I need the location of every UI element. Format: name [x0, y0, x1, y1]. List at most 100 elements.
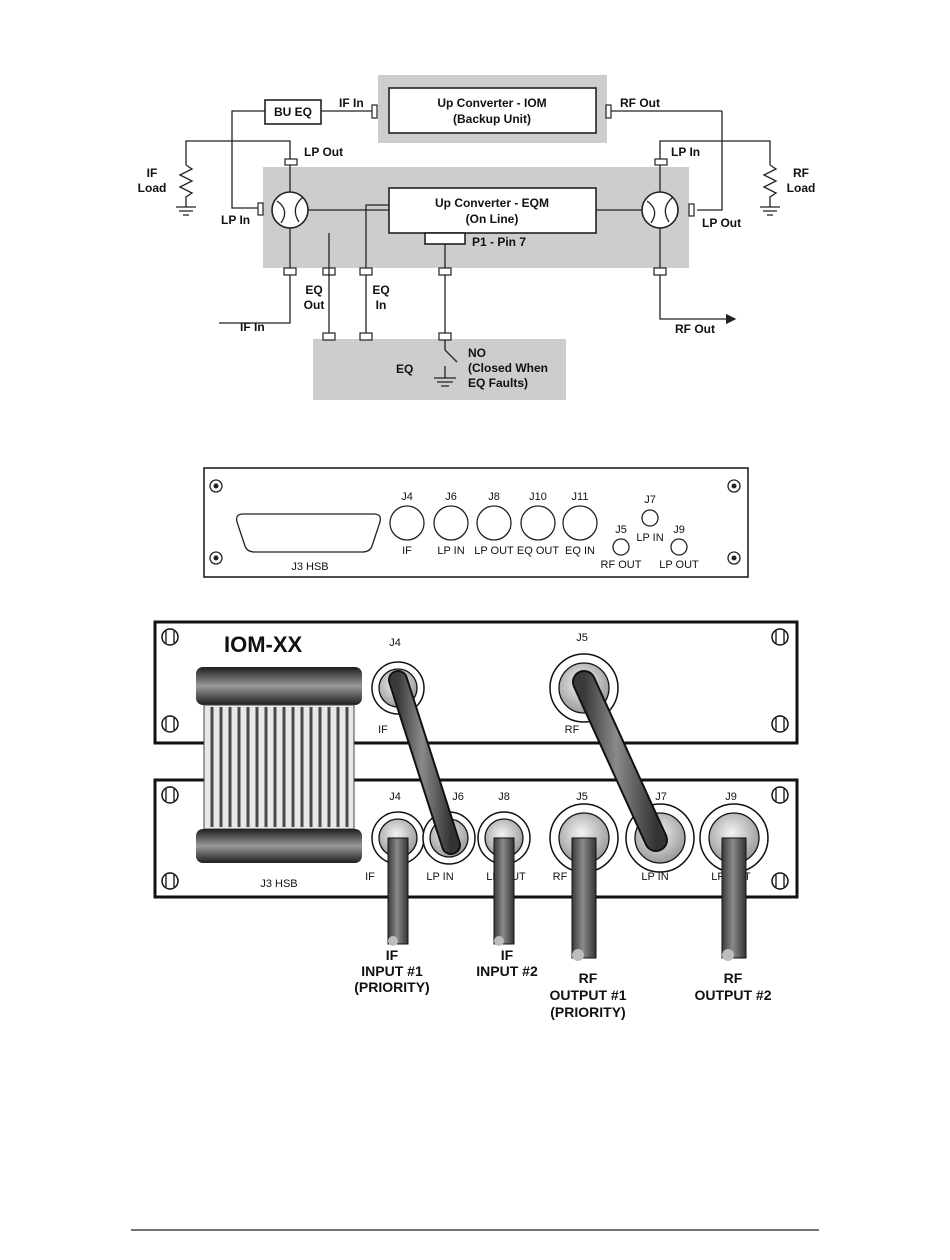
- if-in-top-label: IF In: [339, 96, 364, 110]
- port-id: J5: [615, 524, 627, 536]
- lp-out-right-label: LP Out: [702, 216, 741, 230]
- screw-icon: [209, 551, 223, 565]
- panel-port-j8: J8 LP OUT: [474, 491, 514, 557]
- if-load-resistor: [178, 164, 194, 207]
- label-line: IF: [386, 947, 399, 963]
- port-label: LP IN: [426, 871, 453, 883]
- port-label: LP IN: [636, 532, 663, 544]
- if-in-bottom-label: IF In: [240, 320, 265, 334]
- rf-load-label-2: Load: [787, 181, 816, 195]
- eq-block-port: [359, 332, 373, 341]
- label-line: RF: [579, 970, 598, 986]
- screw-icon: [161, 872, 179, 890]
- cable-label-if-input-1: IF INPUT #1 (PRIORITY): [354, 947, 429, 995]
- lp-in-left-port: [257, 202, 264, 216]
- p1-port: [438, 267, 452, 276]
- panel-port-j7: J7 LP IN: [636, 494, 663, 544]
- iom-block: [388, 87, 597, 134]
- screw-icon: [727, 479, 741, 493]
- eq-background: [313, 339, 566, 400]
- cables: [387, 670, 747, 961]
- port-id: J4: [389, 637, 401, 649]
- cable-end: [494, 936, 504, 946]
- port-label: LP OUT: [659, 559, 699, 571]
- connector-cap-top: [196, 667, 362, 705]
- screw-icon: [771, 786, 789, 804]
- rf-out-arrow: [659, 275, 737, 325]
- port-label: IF: [402, 545, 412, 557]
- jumper-cable-if: [390, 672, 459, 853]
- port-circle: [476, 505, 512, 541]
- panel-port-j4: J4 IF: [389, 491, 425, 557]
- wire: [365, 204, 389, 268]
- port-label: RF: [565, 724, 580, 736]
- p1-connector: [424, 232, 466, 245]
- eq-in-port: [359, 267, 373, 276]
- panel-port-j11: J11 EQ IN: [562, 491, 598, 557]
- port-label: EQ IN: [565, 545, 595, 557]
- connector-cap-bottom: [196, 829, 362, 863]
- if-load-label-1: IF: [147, 166, 158, 180]
- lp-in-left-label: LP In: [221, 213, 250, 227]
- screw-icon: [771, 628, 789, 646]
- port-circle: [433, 505, 469, 541]
- screw-center: [213, 483, 219, 489]
- port-id: J9: [725, 791, 737, 803]
- eq-block-port: [438, 332, 452, 341]
- port-circle: [670, 538, 688, 556]
- label-line: RF: [724, 970, 743, 986]
- cable-if-input-2: [493, 837, 515, 945]
- label-line: OUTPUT #1: [549, 987, 626, 1003]
- port-id: J6: [452, 791, 464, 803]
- lp-in-right-label: LP In: [671, 145, 700, 159]
- cable-if-input-1: [387, 837, 409, 945]
- screw-icon: [727, 551, 741, 565]
- port-label: IF: [378, 724, 388, 736]
- cabling-illustration: IOM-XX J3 HS: [153, 620, 799, 1020]
- lp-out-right-port: [688, 203, 695, 217]
- port-circle: [612, 538, 630, 556]
- wire: [231, 110, 265, 209]
- lp-out-left-port: [284, 158, 298, 166]
- port-label: RF: [553, 871, 568, 883]
- no-switch-icon: [444, 340, 458, 378]
- panel-port-j5: J5 RF OUT: [601, 524, 642, 571]
- iom-rf-port: [605, 104, 612, 119]
- panel-connector-label: J3 HSB: [291, 561, 328, 573]
- port-id: J10: [529, 491, 547, 503]
- block-diagram: Up Converter - IOM (Backup Unit) BU EQ I…: [138, 75, 816, 400]
- wire: [185, 140, 291, 165]
- port-circle: [641, 509, 659, 527]
- no-label-3: EQ Faults): [468, 376, 528, 390]
- port-id: J4: [401, 491, 413, 503]
- panel-screws: [209, 479, 741, 565]
- port-id: J6: [445, 491, 457, 503]
- ground-icon: [176, 206, 196, 216]
- eqm-block: [388, 187, 597, 234]
- iom-subtitle: (Backup Unit): [453, 112, 531, 126]
- port-label: LP OUT: [474, 545, 514, 557]
- port-id: J4: [389, 791, 401, 803]
- eq-out-label-1: EQ: [305, 283, 322, 297]
- label-line: INPUT #1: [361, 963, 423, 979]
- jumper-cable-rf: [574, 672, 666, 850]
- j3-hsb-connector: [235, 513, 382, 553]
- eq-block-port: [322, 332, 336, 341]
- rf-load-label-1: RF: [793, 166, 809, 180]
- label-line: IF: [501, 947, 514, 963]
- no-label-2: (Closed When: [468, 361, 548, 375]
- port-id: J7: [655, 791, 667, 803]
- port-label: RF OUT: [601, 559, 642, 571]
- port-id: J8: [488, 491, 500, 503]
- ribbon-stripes: [210, 707, 349, 827]
- panel-port-j6: J6 LP IN: [433, 491, 469, 557]
- label-line: (PRIORITY): [354, 979, 429, 995]
- panel-port-j9: J9 LP OUT: [659, 524, 699, 571]
- port-circle: [389, 505, 425, 541]
- ground-icon: [434, 377, 456, 387]
- cable-end: [722, 949, 734, 961]
- screw-icon: [161, 715, 179, 733]
- port-label: EQ OUT: [517, 545, 559, 557]
- port-circle: [562, 505, 598, 541]
